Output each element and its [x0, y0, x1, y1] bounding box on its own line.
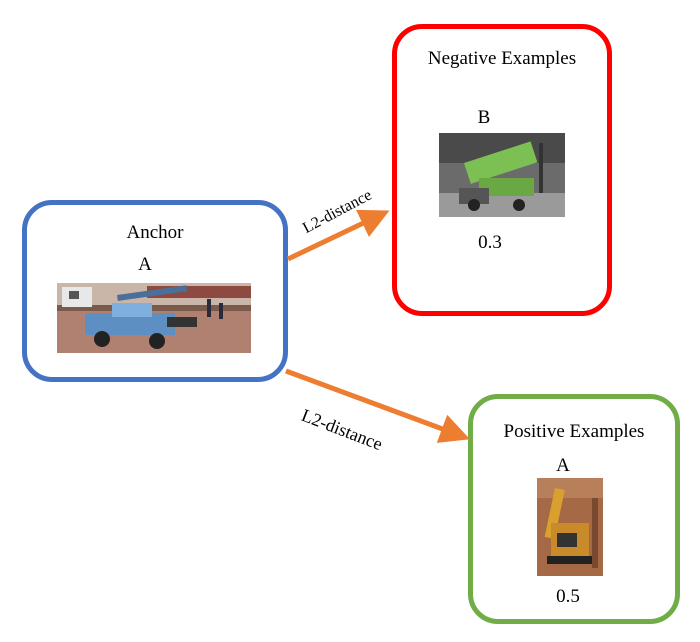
positive-score: 0.5: [556, 586, 580, 607]
anchor-title: Anchor: [126, 222, 184, 243]
negative-crane-image: [439, 133, 565, 217]
anchor-id-label: A: [138, 254, 152, 275]
negative-score: 0.3: [478, 232, 502, 253]
positive-title: Positive Examples: [503, 421, 645, 442]
positive-id-label: A: [556, 455, 570, 476]
positive-crane-image: [537, 478, 603, 576]
anchor-crane-image: [57, 283, 251, 353]
arrow-to-positive: [285, 368, 471, 443]
arrow-to-negative: [286, 209, 390, 262]
negative-title: Negative Examples: [427, 48, 577, 69]
negative-id-label: B: [477, 107, 491, 128]
